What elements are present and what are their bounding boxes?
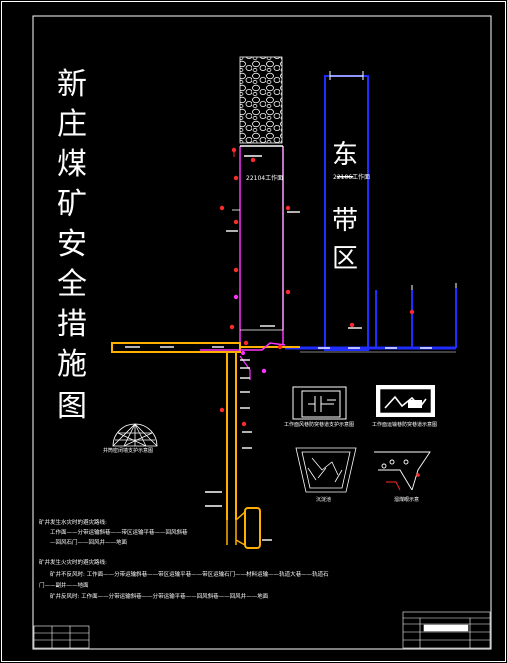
fire-route-line-2: —回风石门——回风井——地面	[50, 540, 128, 546]
fire-route-line-1: 工作面——分带运输斜巷——带区运输平巷——回风斜巷	[50, 530, 188, 536]
face-22104-label: 22104工作面	[246, 175, 284, 182]
title-char-5: 安	[57, 227, 87, 262]
red-pins	[219, 147, 415, 427]
dome-support-diagram	[112, 423, 158, 447]
detail-roadway-section-1	[292, 386, 347, 420]
face-22104	[232, 145, 284, 345]
flood-route-line-3: 矿井反风时: 工作面——分带运输斜巷——分带运输平巷——回风斜巷——回风井——地…	[50, 594, 269, 600]
title-block-left	[33, 625, 90, 649]
flood-route-line-1: 矿井不反风时: 工作面——分带运输斜巷——带区运输平巷——带区运输石门——材料运…	[50, 572, 329, 578]
annotation-ticks	[125, 155, 432, 541]
dome-caption: 井筒密闭墙支护示意图	[103, 448, 154, 454]
title-char-3: 煤	[57, 147, 87, 182]
detail4-caption: 溜煤眼示意	[394, 497, 420, 503]
detail-coal-chute	[374, 451, 431, 491]
title-char-2: 庄	[57, 107, 87, 142]
magenta-pins	[233, 294, 267, 374]
yellow-main-roadway	[111, 342, 300, 549]
zone-char-1: 东	[331, 140, 358, 170]
blue-roadway	[285, 283, 457, 353]
detail1-caption: 工作面风巷防突巷道支护示意图	[284, 422, 355, 428]
title-block-right	[402, 611, 491, 649]
flood-route-heading: 矿井发生火灾时的避灾路线:	[39, 560, 107, 566]
title-char-1: 新	[57, 67, 87, 102]
title-char-4: 矿	[57, 187, 87, 222]
detail2-caption: 工作面运输巷防突巷道示意图	[372, 422, 438, 428]
face-22106	[324, 71, 369, 351]
detail-settling-pond	[295, 447, 357, 493]
title-char-8: 施	[57, 347, 87, 382]
title-char-7: 措	[57, 307, 87, 342]
goaf-rubble-block	[239, 56, 283, 144]
flood-route-line-2: 门——副井——地面	[39, 583, 89, 589]
face-22106-label: 22106工作面	[333, 174, 371, 181]
zone-char-2: 一	[336, 168, 354, 189]
fire-route-heading: 矿井发生水灾时的避灾路线:	[39, 520, 107, 526]
title-char-9: 图	[57, 389, 87, 424]
zone-char-3: 带	[331, 206, 358, 236]
detail-roadway-section-2	[376, 385, 435, 417]
magenta-links	[200, 342, 286, 380]
inner-frame	[32, 15, 492, 650]
detail3-caption: 沉淀池	[316, 497, 332, 503]
zone-char-4: 区	[331, 244, 358, 274]
title-char-6: 全	[57, 267, 87, 302]
